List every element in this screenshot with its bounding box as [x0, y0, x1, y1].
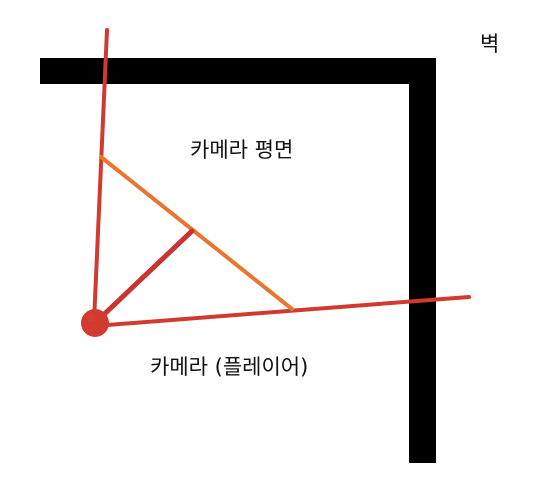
camera-plane-line: [99, 155, 294, 311]
camera-player-label: 카메라 (플레이어): [150, 355, 309, 379]
perpendicular-distance-line: [93, 228, 195, 325]
wall-label: 벽: [480, 32, 500, 56]
camera-plane-label: 카메라 평면: [190, 138, 294, 162]
right-view-ray: [92, 295, 471, 328]
left-view-ray: [92, 28, 109, 324]
camera-player-dot-highlight: [87, 314, 95, 322]
wall-corner: [40, 58, 436, 463]
camera-player-dot: [81, 309, 109, 337]
